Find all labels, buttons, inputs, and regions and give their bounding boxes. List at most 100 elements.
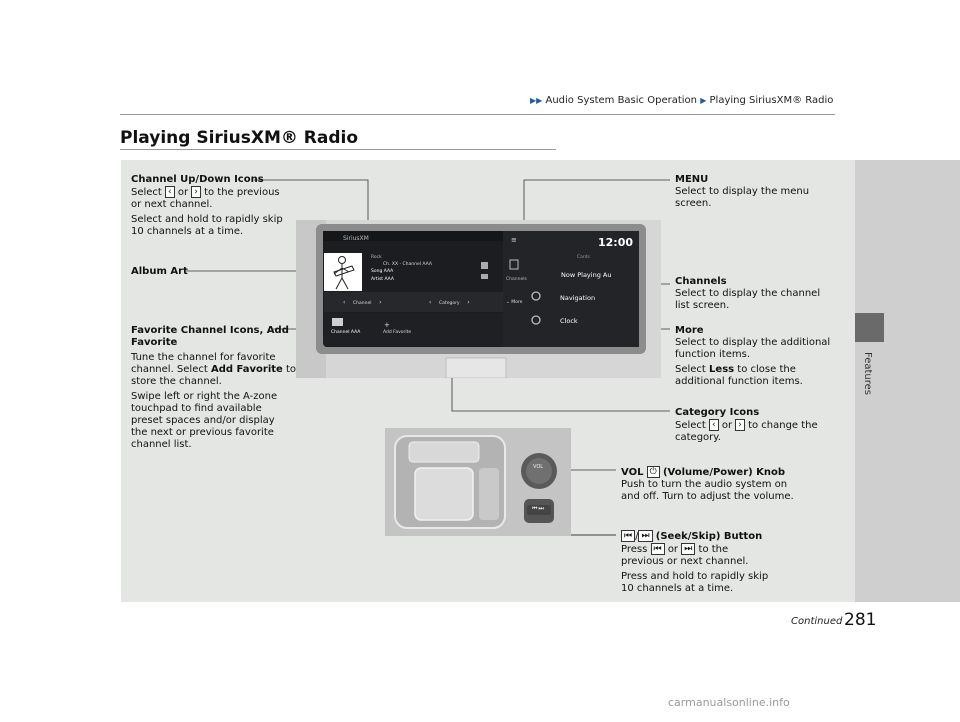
callout-favorite: Favorite Channel Icons, Add Favorite Tun… xyxy=(131,325,301,454)
console-illustration xyxy=(385,428,571,536)
vol-knob-label[interactable]: VOL xyxy=(533,464,544,470)
callout-seek: ⏮/⏭ (Seek/Skip) Button Press ⏮ or ⏭ to t… xyxy=(621,530,769,594)
seek-l2: previous or next channel. xyxy=(621,556,749,567)
menu-icon[interactable]: ≡ xyxy=(511,236,517,244)
chevron-right-icon: › xyxy=(191,186,201,198)
menu-title: MENU xyxy=(675,174,709,185)
callout-vol: VOL ⏻ (Volume/Power) Knob Push to turn t… xyxy=(621,466,841,503)
favorite-l4: Swipe left or right the A-zone xyxy=(131,391,278,402)
callout-channel-updown: Channel Up/Down Icons Select ‹ or › to t… xyxy=(131,174,301,241)
favorite-title1: Favorite Channel Icons, Add xyxy=(131,325,289,336)
add-icon[interactable]: + xyxy=(384,321,390,329)
more-title: More xyxy=(675,325,704,336)
screen-artist: Artist AAA xyxy=(371,277,394,282)
callout-menu: MENU Select to display the menu screen. xyxy=(675,174,845,210)
channels-title: Channels xyxy=(675,276,727,287)
channel-updown-line4: 10 channels at a time. xyxy=(131,226,244,237)
screen-brand: SiriusXM xyxy=(343,235,369,242)
category-l2: category. xyxy=(675,432,721,443)
callout-more: More Select to display the additional fu… xyxy=(675,325,850,391)
callout-album-art: Album Art xyxy=(131,266,188,278)
screen-time: 12:00 xyxy=(598,236,634,249)
section-tab-label: Features xyxy=(862,352,873,395)
section-tab-marker[interactable] xyxy=(855,313,884,342)
seek-l1a: Press xyxy=(621,544,648,555)
category-l1b: to change the xyxy=(748,420,818,431)
more-l3b: Less xyxy=(709,364,735,375)
more-l4: additional function items. xyxy=(675,376,803,387)
category-title: Category Icons xyxy=(675,407,760,418)
screen-now-playing[interactable]: Now Playing Au xyxy=(561,271,612,279)
screen-genre: Rock xyxy=(371,255,382,260)
more-l3a: Select xyxy=(675,364,706,375)
skip-forward-icon: ⏭ xyxy=(638,530,653,542)
more-l2: function items. xyxy=(675,349,751,360)
album-art-title: Album Art xyxy=(131,266,188,277)
screen-category-button[interactable]: ‹ Category › xyxy=(429,299,470,306)
vol-l1: Push to turn the audio system on xyxy=(621,479,788,490)
breadcrumb-parent[interactable]: Audio System Basic Operation xyxy=(545,95,698,106)
watermark: carmanualsonline.info xyxy=(668,696,790,709)
channel-updown-to: to the previous xyxy=(204,187,280,198)
channels-l2: list screen. xyxy=(675,300,730,311)
vol-l2: and off. Turn to adjust the volume. xyxy=(621,491,794,502)
seek-l3: Press and hold to rapidly skip xyxy=(621,571,769,582)
category-btn-label: Category xyxy=(439,301,460,306)
screen-more-button[interactable]: ⌄ More xyxy=(506,300,523,305)
seek-l1b: to the xyxy=(698,544,729,555)
favorite-l8: channel list. xyxy=(131,439,192,450)
breadcrumb: ▶▶ Audio System Basic Operation ▶ Playin… xyxy=(530,95,833,106)
channel-updown-line2: or next channel. xyxy=(131,199,213,210)
favorite-l2b: Add Favorite xyxy=(210,364,283,375)
favorite-l7: the next or previous favorite xyxy=(131,427,274,438)
channel-updown-select: Select xyxy=(131,187,162,198)
more-l3c: to close the xyxy=(737,364,796,375)
seek-title2: (Seek/Skip) Button xyxy=(655,531,763,542)
skip-back-icon: ⏮ xyxy=(621,530,636,542)
vol-title: VOL xyxy=(621,467,644,478)
skip-back-icon: ⏮ xyxy=(650,543,665,555)
header-rule xyxy=(120,114,835,115)
callout-category: Category Icons Select ‹ or › to change t… xyxy=(675,407,845,444)
power-icon: ⏻ xyxy=(646,466,660,478)
seek-l4: 10 channels at a time. xyxy=(621,583,734,594)
channel-updown-title: Channel Up/Down Icons xyxy=(131,174,264,185)
vol-title2: (Volume/Power) Knob xyxy=(662,467,786,478)
menu-l2: screen. xyxy=(675,198,712,209)
triangle-icon: ▶▶ xyxy=(530,96,543,105)
favorite-l1: Tune the channel for favorite xyxy=(131,352,276,363)
page-number: 281 xyxy=(844,610,877,630)
triangle-icon: ▶ xyxy=(700,96,707,105)
dashboard-illustration xyxy=(296,220,661,378)
chevron-left-icon: ‹ xyxy=(709,419,719,431)
screen-clock[interactable]: Clock xyxy=(560,317,578,325)
more-l1: Select to display the additional xyxy=(675,337,831,348)
screen-add-favorite[interactable]: Add Favorite xyxy=(383,330,412,335)
favorite-title2: Favorite xyxy=(131,337,178,348)
skip-forward-icon: ⏭ xyxy=(681,543,696,555)
screen-navigation[interactable]: Navigation xyxy=(560,294,596,302)
favorite-l2c: to xyxy=(286,364,297,375)
screen-channels[interactable]: Channels xyxy=(506,277,527,282)
screen-cards: Cards xyxy=(577,255,590,260)
continued-label: Continued xyxy=(791,616,843,627)
seek-buttons-icon[interactable]: ⏮⏭ xyxy=(532,505,545,512)
breadcrumb-current[interactable]: Playing SiriusXM® Radio xyxy=(709,95,834,106)
seek-l1or: or xyxy=(667,544,679,555)
favorite-l5: touchpad to find available xyxy=(131,403,262,414)
page-title: Playing SiriusXM® Radio xyxy=(120,128,359,148)
screen-fav-channel[interactable]: Channel AAA xyxy=(331,330,361,335)
callout-channels: Channels Select to display the channel l… xyxy=(675,276,845,312)
channels-l1: Select to display the channel xyxy=(675,288,821,299)
chevron-right-icon: › xyxy=(735,419,745,431)
chevron-left-icon: ‹ xyxy=(165,186,175,198)
screen-channel-button[interactable]: ‹ Channel › xyxy=(343,299,382,306)
favorite-l2a: channel. Select xyxy=(131,364,208,375)
channel-updown-or: or xyxy=(177,187,189,198)
channel-btn-label: Channel xyxy=(353,301,372,306)
more-btn-label: More xyxy=(511,300,523,305)
menu-l1: Select to display the menu xyxy=(675,186,810,197)
favorite-l6: preset spaces and/or display xyxy=(131,415,275,426)
title-rule xyxy=(120,149,556,150)
category-l1a: Select xyxy=(675,420,706,431)
